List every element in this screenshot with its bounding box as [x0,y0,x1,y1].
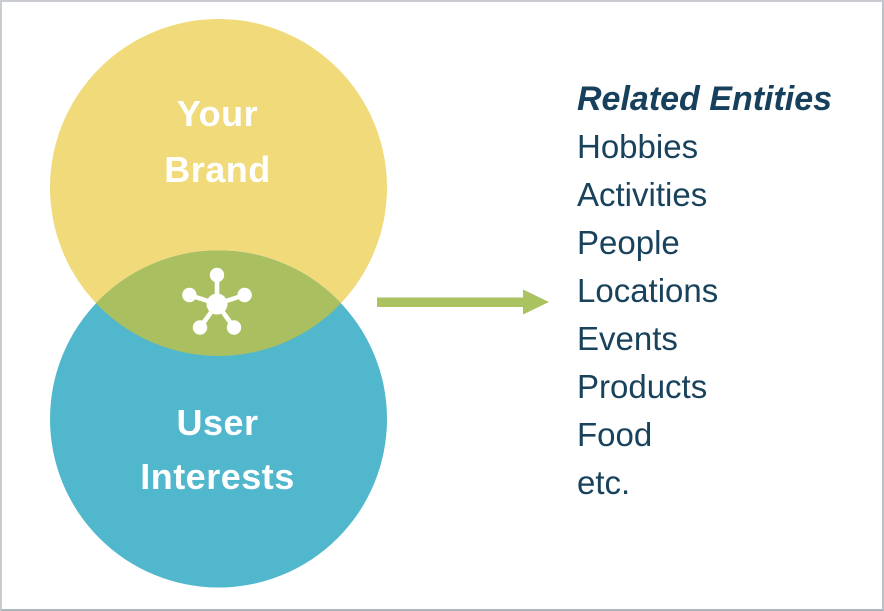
brand-circle [50,19,387,356]
entity-item: Food [577,416,653,453]
entity-item: Activities [577,176,708,213]
related-entities-list: Related Entities Hobbies Activities Peop… [577,75,832,507]
entity-item: Locations [577,272,719,309]
interests-circle [50,250,387,588]
related-entities-title: Related Entities [577,80,833,118]
brand-label-line2: Brand [164,149,271,190]
entity-item: People [577,224,680,261]
interests-label-line2: Interests [140,456,295,497]
entity-item: Hobbies [577,128,699,165]
entity-item: Events [577,320,678,357]
interests-label-line1: User [176,402,259,443]
brand-circle-label: Your Brand [48,86,387,198]
entity-item: Products [577,368,708,405]
brand-label-line1: Your [176,93,259,134]
interests-circle-label: User Interests [48,396,387,504]
entity-item: etc. [577,464,631,501]
network-hub-icon [182,267,252,335]
arrow-right-icon [377,289,549,315]
